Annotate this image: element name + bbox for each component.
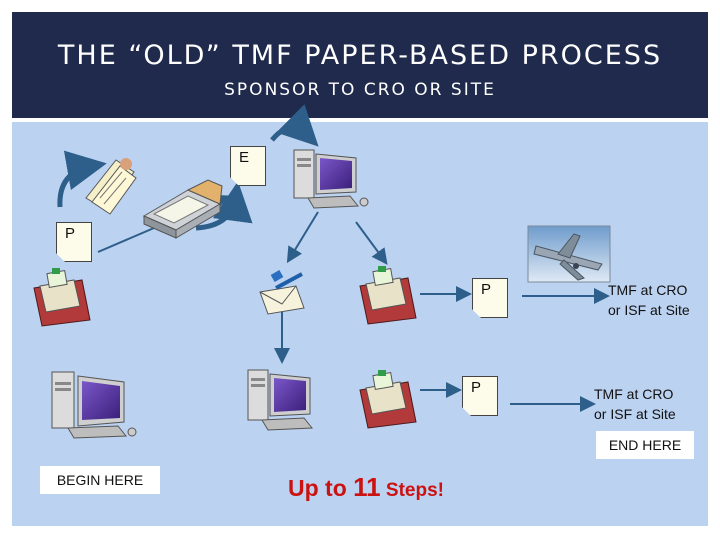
- fax-machine-icon-lower: [359, 370, 417, 429]
- tmf-label-lower-line1: TMF at CRO: [594, 386, 674, 402]
- document-p-middle: P: [472, 278, 508, 318]
- tmf-label-upper: TMF at CRO or ISF at Site: [608, 280, 706, 320]
- airplane-icon: [527, 225, 611, 283]
- tmf-label-lower: TMF at CRO or ISF at Site: [594, 384, 698, 424]
- paper-stack-icon: [85, 158, 137, 215]
- scanner-icon: [142, 179, 223, 239]
- fax-machine-icon-left: [33, 268, 91, 327]
- document-p-lower: P: [462, 376, 498, 416]
- document-e-label: E: [239, 149, 250, 166]
- header-bar: [12, 12, 708, 118]
- document-p-top-left-label: P: [65, 225, 76, 242]
- curved-arrow-bottom: [195, 181, 253, 231]
- page-title: THE “OLD” TMF PAPER-BASED PROCESS: [57, 40, 663, 71]
- computer-icon-middle: [247, 369, 314, 431]
- tmf-label-lower-line2: or ISF at Site: [594, 406, 676, 422]
- arrow-computer-down-left: [286, 211, 319, 264]
- document-p-top-left: P: [56, 222, 92, 262]
- steps-number: 11: [353, 472, 381, 502]
- page-subtitle: SPONSOR TO CRO OR SITE: [224, 80, 496, 100]
- computer-icon-top: [293, 149, 369, 209]
- document-e: E: [230, 146, 266, 186]
- steps-prefix: Up to: [288, 475, 354, 501]
- tmf-label-upper-line1: TMF at CRO: [608, 282, 688, 298]
- document-p-middle-label: P: [481, 281, 492, 298]
- computer-icon-lower: [51, 371, 137, 439]
- steps-caption: Up to 11 Steps!: [288, 472, 444, 503]
- document-p-lower-label: P: [471, 379, 482, 396]
- fax-machine-icon-middle: [359, 266, 417, 325]
- curved-arrow-right: [270, 104, 319, 147]
- mail-envelope-icon: [259, 270, 305, 315]
- tmf-label-upper-line2: or ISF at Site: [608, 302, 690, 318]
- end-here-label: END HERE: [596, 431, 694, 459]
- begin-here-label: BEGIN HERE: [40, 466, 160, 494]
- arrow-computer-down-right: [355, 221, 388, 265]
- steps-suffix: Steps!: [380, 480, 445, 501]
- curved-arrow-top: [57, 150, 107, 208]
